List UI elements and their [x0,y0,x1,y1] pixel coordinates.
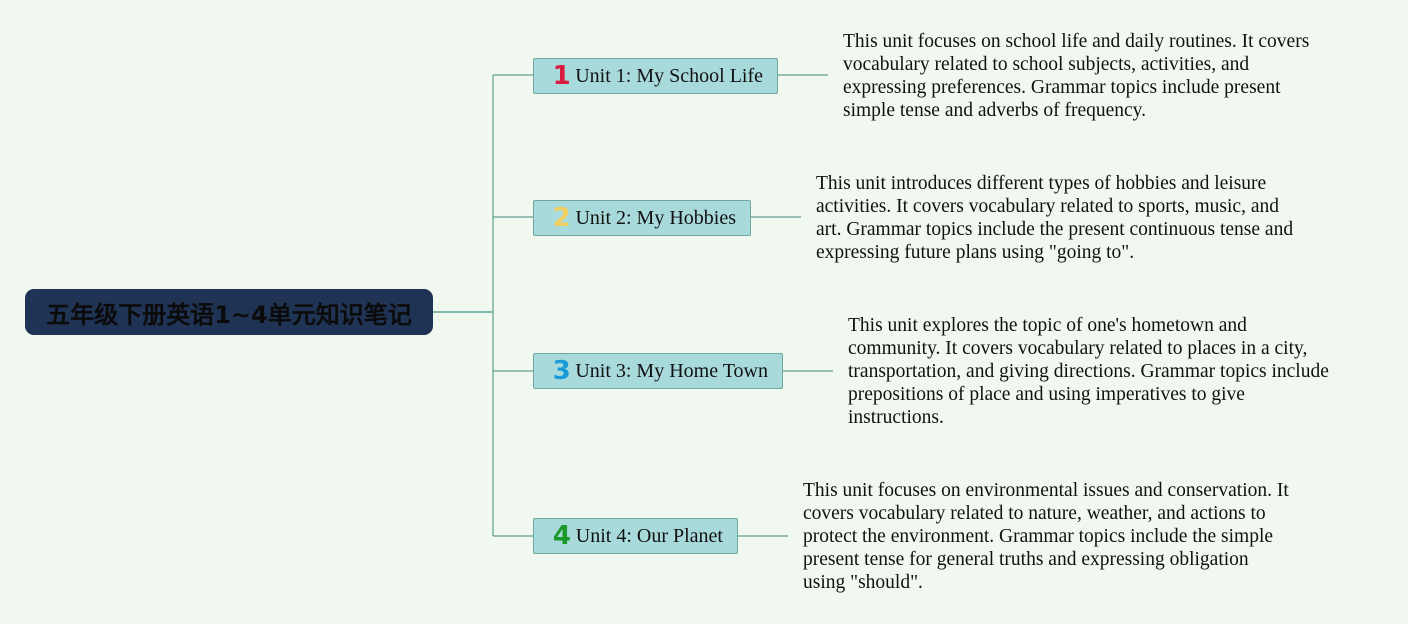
branch-label: Unit 2: My Hobbies [575,206,736,229]
branch-unit-2[interactable]: 2 Unit 2: My Hobbies [533,200,751,236]
branch-label: Unit 1: My School Life [575,64,763,87]
unit-2-description: This unit introduces different types of … [816,173,1294,263]
unit-1-description: This unit focuses on school life and dai… [843,31,1310,121]
number-four-icon: 4 [552,521,571,551]
number-two-icon: 2 [552,203,571,233]
unit-3-description: This unit explores the topic of one's ho… [848,315,1329,428]
branch-unit-1[interactable]: 1 Unit 1: My School Life [533,58,778,94]
root-topic[interactable]: 五年级下册英语1~4单元知识笔记 [25,289,433,335]
branch-label: Unit 3: My Home Town [575,359,768,382]
number-three-icon: 3 [552,356,571,386]
branch-unit-4[interactable]: 4 Unit 4: Our Planet [533,518,738,554]
branch-unit-3[interactable]: 3 Unit 3: My Home Town [533,353,783,389]
unit-4-description: This unit focuses on environmental issue… [803,480,1289,593]
number-one-icon: 1 [552,61,571,91]
branch-label: Unit 4: Our Planet [575,524,723,547]
